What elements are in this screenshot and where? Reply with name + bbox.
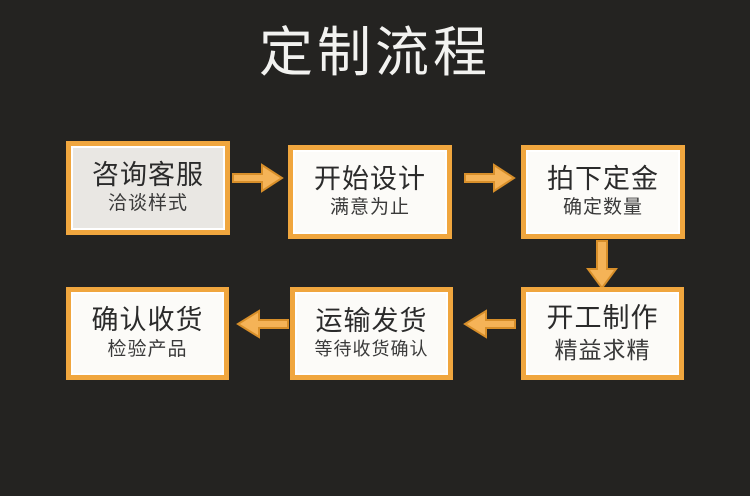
- arrow-right-icon: [232, 162, 284, 194]
- flow-step-subtitle: 检验产品: [107, 338, 188, 360]
- arrow-right-icon: [464, 162, 516, 194]
- flow-step-subtitle: 洽谈样式: [107, 193, 188, 215]
- flow-step-subtitle: 满意为止: [329, 197, 410, 219]
- page-title: 定制流程: [259, 23, 491, 83]
- arrow-left-icon: [232, 308, 290, 340]
- flow-step-title: 拍下定金: [547, 163, 659, 194]
- arrow-down-icon: [585, 240, 619, 290]
- flow-step-ship[interactable]: 运输发货 等待收货确认: [290, 287, 453, 380]
- flow-step-deposit[interactable]: 拍下定金 确定数量: [521, 145, 685, 239]
- flow-step-subtitle: 确定数量: [562, 197, 643, 219]
- flow-step-title: 开始设计: [314, 163, 426, 194]
- flow-step-title: 确认收货: [91, 305, 204, 336]
- flow-step-subtitle: 等待收货确认: [314, 339, 429, 360]
- flow-step-title: 开工制作: [546, 303, 659, 333]
- flow-step-produce[interactable]: 开工制作 精益求精: [521, 287, 684, 380]
- flow-step-subtitle: 精益求精: [554, 337, 651, 363]
- flow-step-design[interactable]: 开始设计 满意为止: [288, 145, 452, 239]
- arrow-left-icon: [459, 308, 517, 340]
- flow-step-consult[interactable]: 咨询客服 洽谈样式: [66, 141, 230, 235]
- flow-step-title: 咨询客服: [92, 159, 204, 190]
- flow-step-title: 运输发货: [315, 305, 428, 336]
- flow-step-receive[interactable]: 确认收货 检验产品: [66, 287, 229, 380]
